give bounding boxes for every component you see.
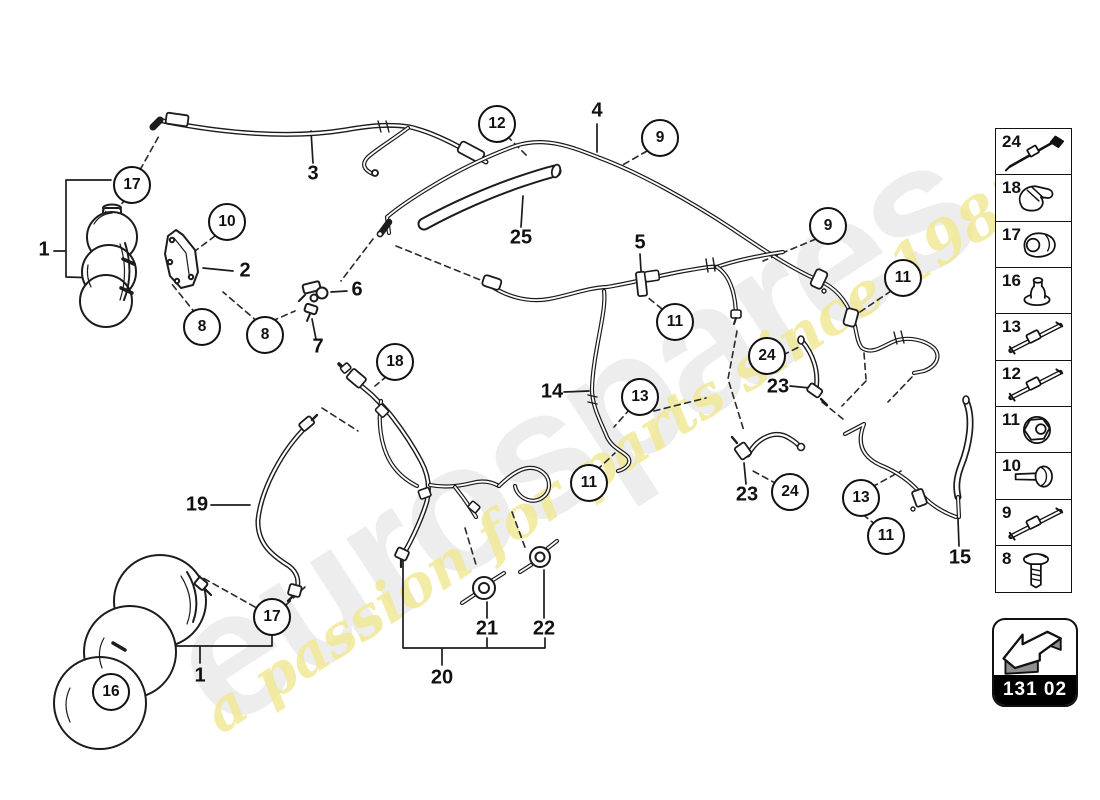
valve-parts-6-7 (298, 280, 329, 322)
legend-item-9[interactable]: 9 (995, 498, 1072, 547)
part-callout-11[interactable]: 11 (867, 517, 905, 555)
bracket-part-2 (164, 229, 199, 289)
legend-item-number: 9 (1002, 502, 1012, 522)
part-label-4[interactable]: 4 (591, 99, 603, 122)
part-label-20[interactable]: 20 (430, 666, 454, 689)
connector-rod-icon (1008, 321, 1064, 355)
part-callout-24[interactable]: 24 (771, 473, 809, 511)
vacuum-reservoir-lower (53, 554, 213, 750)
part-label-1[interactable]: 1 (38, 238, 50, 261)
diagram-code-box[interactable]: 131 02 (992, 618, 1078, 707)
part-callout-18[interactable]: 18 (376, 343, 414, 381)
diagram-code: 131 02 (994, 675, 1076, 705)
legend-item-number: 13 (1002, 317, 1021, 337)
legend-item-10[interactable]: 10 (995, 452, 1072, 501)
legend-item-number: 11 (1002, 409, 1020, 429)
part-callout-13[interactable]: 13 (842, 479, 880, 517)
legend-item-number: 16 (1002, 270, 1021, 290)
hose-part-13-right (842, 421, 959, 520)
legend-item-13[interactable]: 13 (995, 313, 1072, 362)
hose-assembly-parts-18-20 (337, 362, 552, 569)
legend-item-number: 8 (1002, 548, 1012, 568)
part-label-14[interactable]: 14 (540, 380, 564, 403)
legend-item-12[interactable]: 12 (995, 359, 1072, 408)
leader-lines (53, 123, 960, 666)
legend-item-number: 18 (1002, 178, 1021, 198)
hose-part-15 (953, 395, 974, 520)
part-label-15[interactable]: 15 (948, 546, 972, 569)
nut-icon (1022, 415, 1051, 444)
part-callout-8[interactable]: 8 (183, 308, 221, 346)
grommet-icon (1023, 232, 1056, 258)
screw-icon (1022, 552, 1050, 589)
legend-item-number: 12 (1002, 363, 1021, 383)
legend-item-16[interactable]: 16 (995, 266, 1072, 315)
part-label-7[interactable]: 7 (312, 335, 324, 358)
part-callout-8[interactable]: 8 (246, 316, 284, 354)
part-label-22[interactable]: 22 (532, 617, 556, 640)
hose-part-3 (149, 111, 489, 177)
legend-item-11[interactable]: 11 (995, 405, 1072, 454)
connector-rod-icon (1008, 368, 1064, 402)
part-callout-13[interactable]: 13 (621, 378, 659, 416)
part-callout-9[interactable]: 9 (641, 119, 679, 157)
part-label-23[interactable]: 23 (735, 483, 759, 506)
legend-item-number: 24 (1002, 132, 1021, 151)
legend-item-18[interactable]: 18 (995, 174, 1072, 223)
legend-item-number: 17 (1002, 224, 1021, 244)
sleeve-part-25 (417, 163, 562, 231)
hose-part-5 (481, 249, 786, 325)
part-label-5[interactable]: 5 (634, 231, 646, 254)
part-callout-17[interactable]: 17 (253, 598, 291, 636)
part-callout-16[interactable]: 16 (92, 673, 130, 711)
pipe-part-4 (376, 140, 940, 376)
legend-item-24[interactable]: 24 (995, 128, 1072, 176)
part-label-25[interactable]: 25 (509, 226, 533, 249)
direction-arrow-icon (1002, 630, 1062, 675)
part-label-23[interactable]: 23 (766, 375, 790, 398)
part-label-21[interactable]: 21 (475, 617, 499, 640)
plug-icon (1023, 276, 1051, 306)
legend-item-number: 10 (1002, 456, 1021, 476)
check-valves-parts-21-22 (459, 538, 560, 606)
hardware-legend: 24 18 17 16 13 12 11 10 9 8 (995, 128, 1072, 593)
part-label-19[interactable]: 19 (185, 493, 209, 516)
hose-part-19 (255, 413, 319, 603)
vacuum-reservoir-upper (79, 203, 138, 328)
legend-item-8[interactable]: 8 (995, 544, 1072, 593)
connector-rod-icon (1008, 506, 1064, 541)
part-callout-11[interactable]: 11 (656, 303, 694, 341)
legend-item-17[interactable]: 17 (995, 220, 1072, 269)
part-label-1[interactable]: 1 (194, 664, 206, 687)
part-callout-12[interactable]: 12 (478, 105, 516, 143)
part-callout-17[interactable]: 17 (113, 166, 151, 204)
bolt-icon (1014, 465, 1053, 488)
part-callout-24[interactable]: 24 (748, 337, 786, 375)
part-label-6[interactable]: 6 (351, 278, 363, 301)
hoses-parts-23-24 (730, 335, 829, 461)
part-callout-10[interactable]: 10 (208, 203, 246, 241)
part-label-3[interactable]: 3 (307, 162, 319, 185)
part-callout-11[interactable]: 11 (570, 464, 608, 502)
cable-tie-icon (1004, 135, 1065, 172)
part-callout-11[interactable]: 11 (884, 259, 922, 297)
part-label-2[interactable]: 2 (239, 259, 251, 282)
clip-icon (1018, 185, 1054, 212)
part-callout-9[interactable]: 9 (809, 207, 847, 245)
hose-part-14 (587, 288, 632, 474)
